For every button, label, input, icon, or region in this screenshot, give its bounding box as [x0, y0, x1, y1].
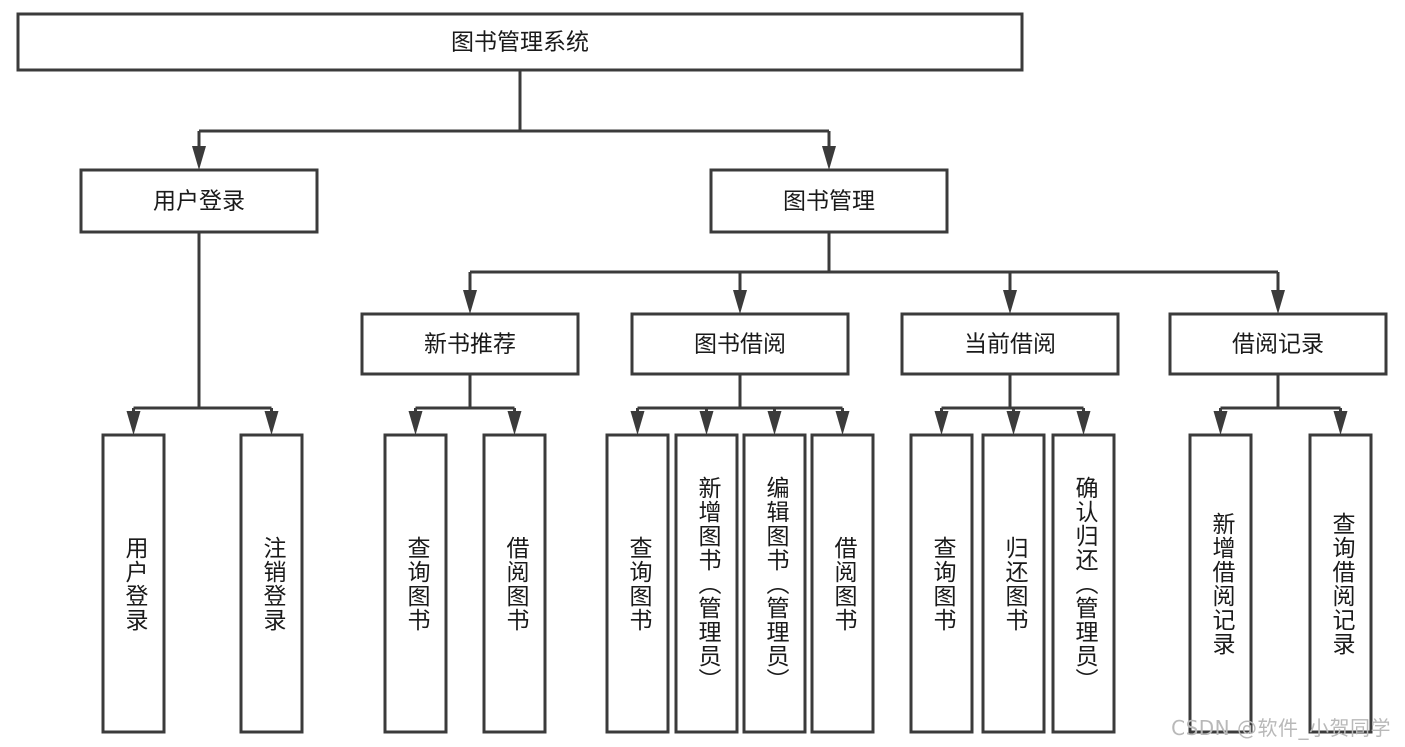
leaf-query-borrow-record[interactable]: [1308, 433, 1373, 734]
arrow-head-icon-leaf-9: [1006, 411, 1021, 435]
node-root-label: 图书管理系统: [451, 30, 589, 56]
leaf-edit-book-admin[interactable]: [742, 433, 807, 734]
arrow-head-icon-level3-1: [733, 290, 747, 314]
leaf-query-book-current[interactable]: [909, 433, 974, 734]
node-root-book-management-system[interactable]: [16, 12, 1024, 72]
node-book-borrow-label: 图书借阅: [694, 332, 786, 358]
arrow-head-icon-level3-3: [1271, 290, 1285, 314]
leaf-confirm-return-admin[interactable]: [1051, 433, 1116, 734]
node-current-borrow[interactable]: [900, 312, 1120, 376]
arrow-head-icon-leaf-12: [1333, 411, 1348, 435]
node-new-book-recommend[interactable]: [360, 312, 580, 376]
leaf-borrow-book[interactable]: [810, 433, 875, 734]
arrow-head-icon-leaf-4: [630, 411, 645, 435]
arrow-head-icon-leaf-3: [507, 411, 522, 435]
arrow-head-icon-leaf-1: [264, 411, 279, 435]
arrow-head-icon-leaf-7: [835, 411, 850, 435]
node-user-login[interactable]: [79, 168, 319, 234]
leaf-query-book-borrow[interactable]: [605, 433, 670, 734]
leaf-user-logout[interactable]: [239, 433, 304, 734]
arrow-head-icon-level3-0: [463, 290, 477, 314]
watermark-text: CSDN @软件_小贺同学: [1171, 716, 1391, 740]
arrow-head-icon-level3-2: [1003, 290, 1017, 314]
leaf-borrow-book-recommend[interactable]: [482, 433, 547, 734]
arrow-head-icon-leaf-11: [1213, 411, 1228, 435]
arrow-head-icon-leaf-2: [408, 411, 423, 435]
arrow-head-icon-level2-0: [192, 146, 206, 170]
leaf-query-book-recommend[interactable]: [383, 433, 448, 734]
arrow-head-icon-leaf-5: [699, 411, 714, 435]
leaf-add-book-admin[interactable]: [674, 433, 739, 734]
node-borrow-record-label: 借阅记录: [1232, 332, 1324, 358]
node-current-borrow-label: 当前借阅: [964, 332, 1056, 358]
boxes-group: [16, 12, 1388, 734]
leaf-add-borrow-record[interactable]: [1188, 433, 1253, 734]
leaf-user-login[interactable]: [101, 433, 166, 734]
node-borrow-record[interactable]: [1168, 312, 1388, 376]
arrow-head-icon-leaf-0: [126, 411, 141, 435]
arrow-head-icon-level2-1: [822, 146, 836, 170]
arrow-head-icon-leaf-8: [934, 411, 949, 435]
leaf-return-book[interactable]: [981, 433, 1046, 734]
node-new-book-recommend-label: 新书推荐: [424, 332, 516, 358]
arrow-head-icon-leaf-10: [1076, 411, 1091, 435]
node-book-management-label: 图书管理: [783, 189, 875, 215]
arrow-head-icon-leaf-6: [767, 411, 782, 435]
node-book-borrow[interactable]: [630, 312, 850, 376]
connectors-group: [126, 70, 1348, 435]
node-user-login-label: 用户登录: [153, 189, 245, 215]
node-book-management[interactable]: [709, 168, 949, 234]
